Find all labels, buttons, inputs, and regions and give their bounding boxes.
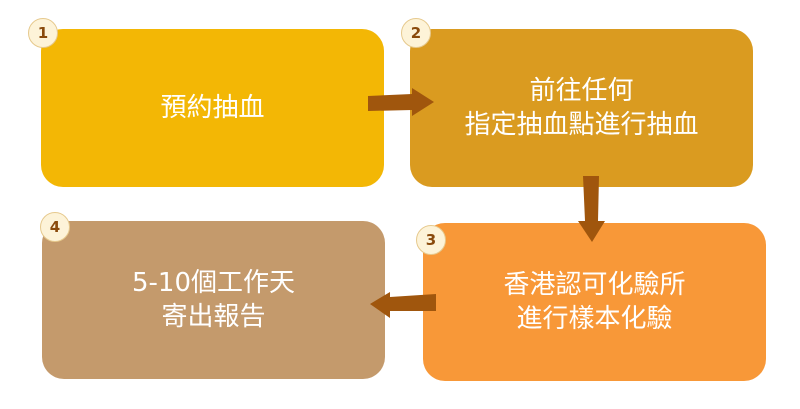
step-3-text-line-2: 進行樣本化驗	[516, 304, 673, 334]
step-1-text: 預約抽血	[160, 93, 265, 123]
step-2-text-line-2: 指定抽血點進行抽血	[464, 110, 699, 140]
step-1-box: 預約抽血	[41, 29, 384, 187]
step-2-badge: 2	[401, 18, 431, 48]
arrow-left-icon	[370, 292, 436, 318]
step-3-text-line-1: 香港認可化驗所	[503, 270, 686, 300]
step-1-badge: 1	[28, 18, 58, 48]
step-2-text-line-1: 前往任何	[529, 76, 634, 106]
arrow-right-icon	[368, 88, 434, 116]
step-4-text-line-2: 寄出報告	[161, 302, 266, 332]
step-4-badge: 4	[40, 212, 70, 242]
step-2-box: 前往任何 指定抽血點進行抽血	[410, 29, 753, 187]
step-3-badge: 3	[416, 225, 446, 255]
step-3-box: 香港認可化驗所 進行樣本化驗	[423, 223, 766, 381]
arrow-down-icon	[578, 176, 605, 242]
step-4-text-line-1: 5-10個工作天	[131, 268, 295, 298]
step-4-box: 5-10個工作天 寄出報告	[42, 221, 385, 379]
